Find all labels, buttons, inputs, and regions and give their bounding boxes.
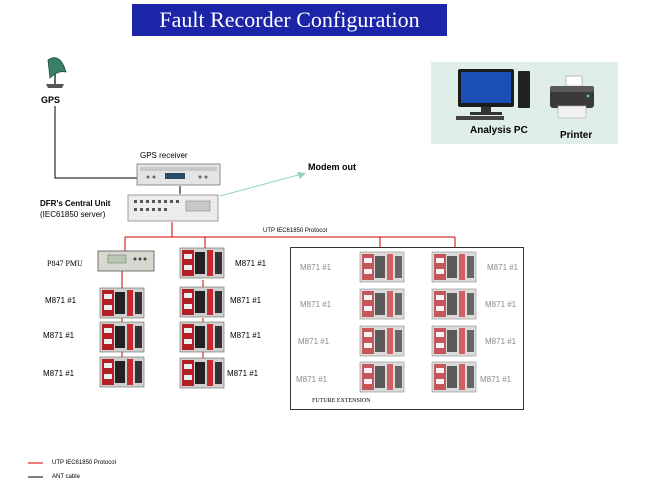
future-relay-label: M871 #1 bbox=[485, 337, 517, 346]
relay-label: M871 #1 bbox=[235, 259, 267, 268]
future-relay-label: M871 #1 bbox=[487, 263, 519, 272]
printer-label: Printer bbox=[560, 130, 593, 141]
future-relay-label: M871 #1 bbox=[485, 300, 517, 309]
future-relay-label: M871 #1 bbox=[300, 300, 332, 309]
relay-label: M871 #1 bbox=[230, 331, 262, 340]
relay-label: M871 #1 bbox=[230, 296, 262, 305]
future-relay-label: M871 #1 bbox=[296, 375, 328, 384]
relay-device bbox=[359, 288, 405, 320]
future-relay-label: M871 #1 bbox=[300, 263, 332, 272]
relay-device bbox=[99, 356, 145, 388]
relay-label: M871 #1 bbox=[43, 331, 75, 340]
relay-device bbox=[99, 287, 145, 319]
gps-receiver-label: GPS receiver bbox=[140, 151, 188, 160]
protocol-bus-label: UTP IEC61850 Protocol bbox=[263, 228, 327, 234]
relay-device bbox=[179, 286, 225, 318]
relay-device bbox=[179, 247, 225, 279]
legend-protocol-label: UTP IEC61850 Protocol bbox=[52, 460, 116, 466]
future-relay-label: M871 #1 bbox=[480, 375, 512, 384]
relay-device bbox=[431, 361, 477, 393]
relay-device bbox=[359, 361, 405, 393]
central-unit-label-line1: DFR's Central Unit bbox=[40, 199, 111, 208]
relay-device bbox=[359, 251, 405, 283]
relay-device bbox=[431, 325, 477, 357]
relay-device bbox=[99, 321, 145, 353]
modem-arrow-head bbox=[297, 172, 306, 179]
relay-device bbox=[179, 357, 225, 389]
modem-label: Modem out bbox=[308, 162, 356, 172]
diagram-title: Fault Recorder Configuration bbox=[132, 4, 447, 36]
future-extension-label: FUTURE EXTENSION bbox=[312, 398, 371, 404]
ant-cable-line bbox=[54, 106, 140, 179]
relay-device bbox=[431, 251, 477, 283]
gps-label: GPS bbox=[41, 95, 61, 105]
legend-ant-label: ANT cable bbox=[52, 474, 80, 480]
relay-device bbox=[179, 321, 225, 353]
relay-label: M871 #1 bbox=[227, 369, 259, 378]
relay-device bbox=[359, 325, 405, 357]
relay-label: M871 #1 bbox=[43, 369, 75, 378]
future-extension-box bbox=[290, 247, 524, 410]
relay-device bbox=[431, 288, 477, 320]
pmu-label: P847 PMU bbox=[47, 259, 83, 268]
relay-label: M871 #1 bbox=[45, 296, 77, 305]
analysis-pc-label: Analysis PC bbox=[470, 125, 528, 136]
modem-arrow-line bbox=[219, 173, 303, 197]
central-unit-label-line2: (IEC61850 server) bbox=[40, 210, 106, 219]
future-relay-label: M871 #1 bbox=[298, 337, 330, 346]
